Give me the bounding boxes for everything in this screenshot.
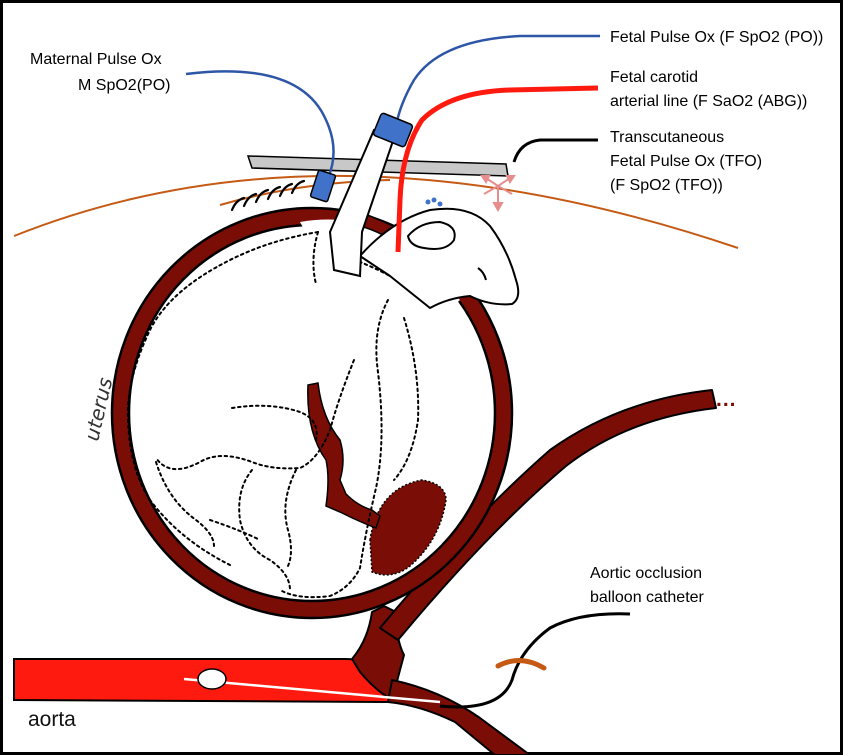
label-aorta: aorta: [28, 708, 76, 731]
catheter-cable: [440, 614, 630, 707]
label-maternal-pulse-ox-line1: Maternal Pulse Ox: [30, 51, 162, 68]
maternal-pulse-ox-probe: [310, 170, 336, 202]
label-fetal-carotid-line2: arterial line (F SaO2 (ABG)): [610, 93, 807, 110]
label-aortic-occlusion-line1: Aortic occlusion: [590, 565, 702, 582]
label-fetal-pulse-ox: Fetal Pulse Ox (F SpO2 (PO)): [610, 29, 823, 46]
light-emission-icon: [482, 176, 514, 210]
label-aortic-occlusion-line2: balloon catheter: [590, 589, 705, 606]
aortic-balloon: [198, 669, 226, 689]
label-fetal-carotid-line1: Fetal carotid: [610, 69, 698, 86]
tfo-cable: [514, 140, 598, 162]
label-tfo-line1: Transcutaneous: [610, 129, 724, 146]
access-site-arc: [498, 660, 544, 668]
head-sensor-dots: [426, 198, 443, 207]
sutures: [232, 181, 304, 210]
label-tfo-line3: (F SpO2 (TFO)): [610, 177, 723, 194]
vessel-continuation-dots: ...: [716, 388, 737, 411]
label-tfo-line2: Fetal Pulse Ox (TFO): [610, 153, 762, 170]
fetal-pulse-ox-cable: [396, 36, 600, 126]
label-maternal-pulse-ox-line2: M SpO2(PO): [78, 77, 170, 94]
